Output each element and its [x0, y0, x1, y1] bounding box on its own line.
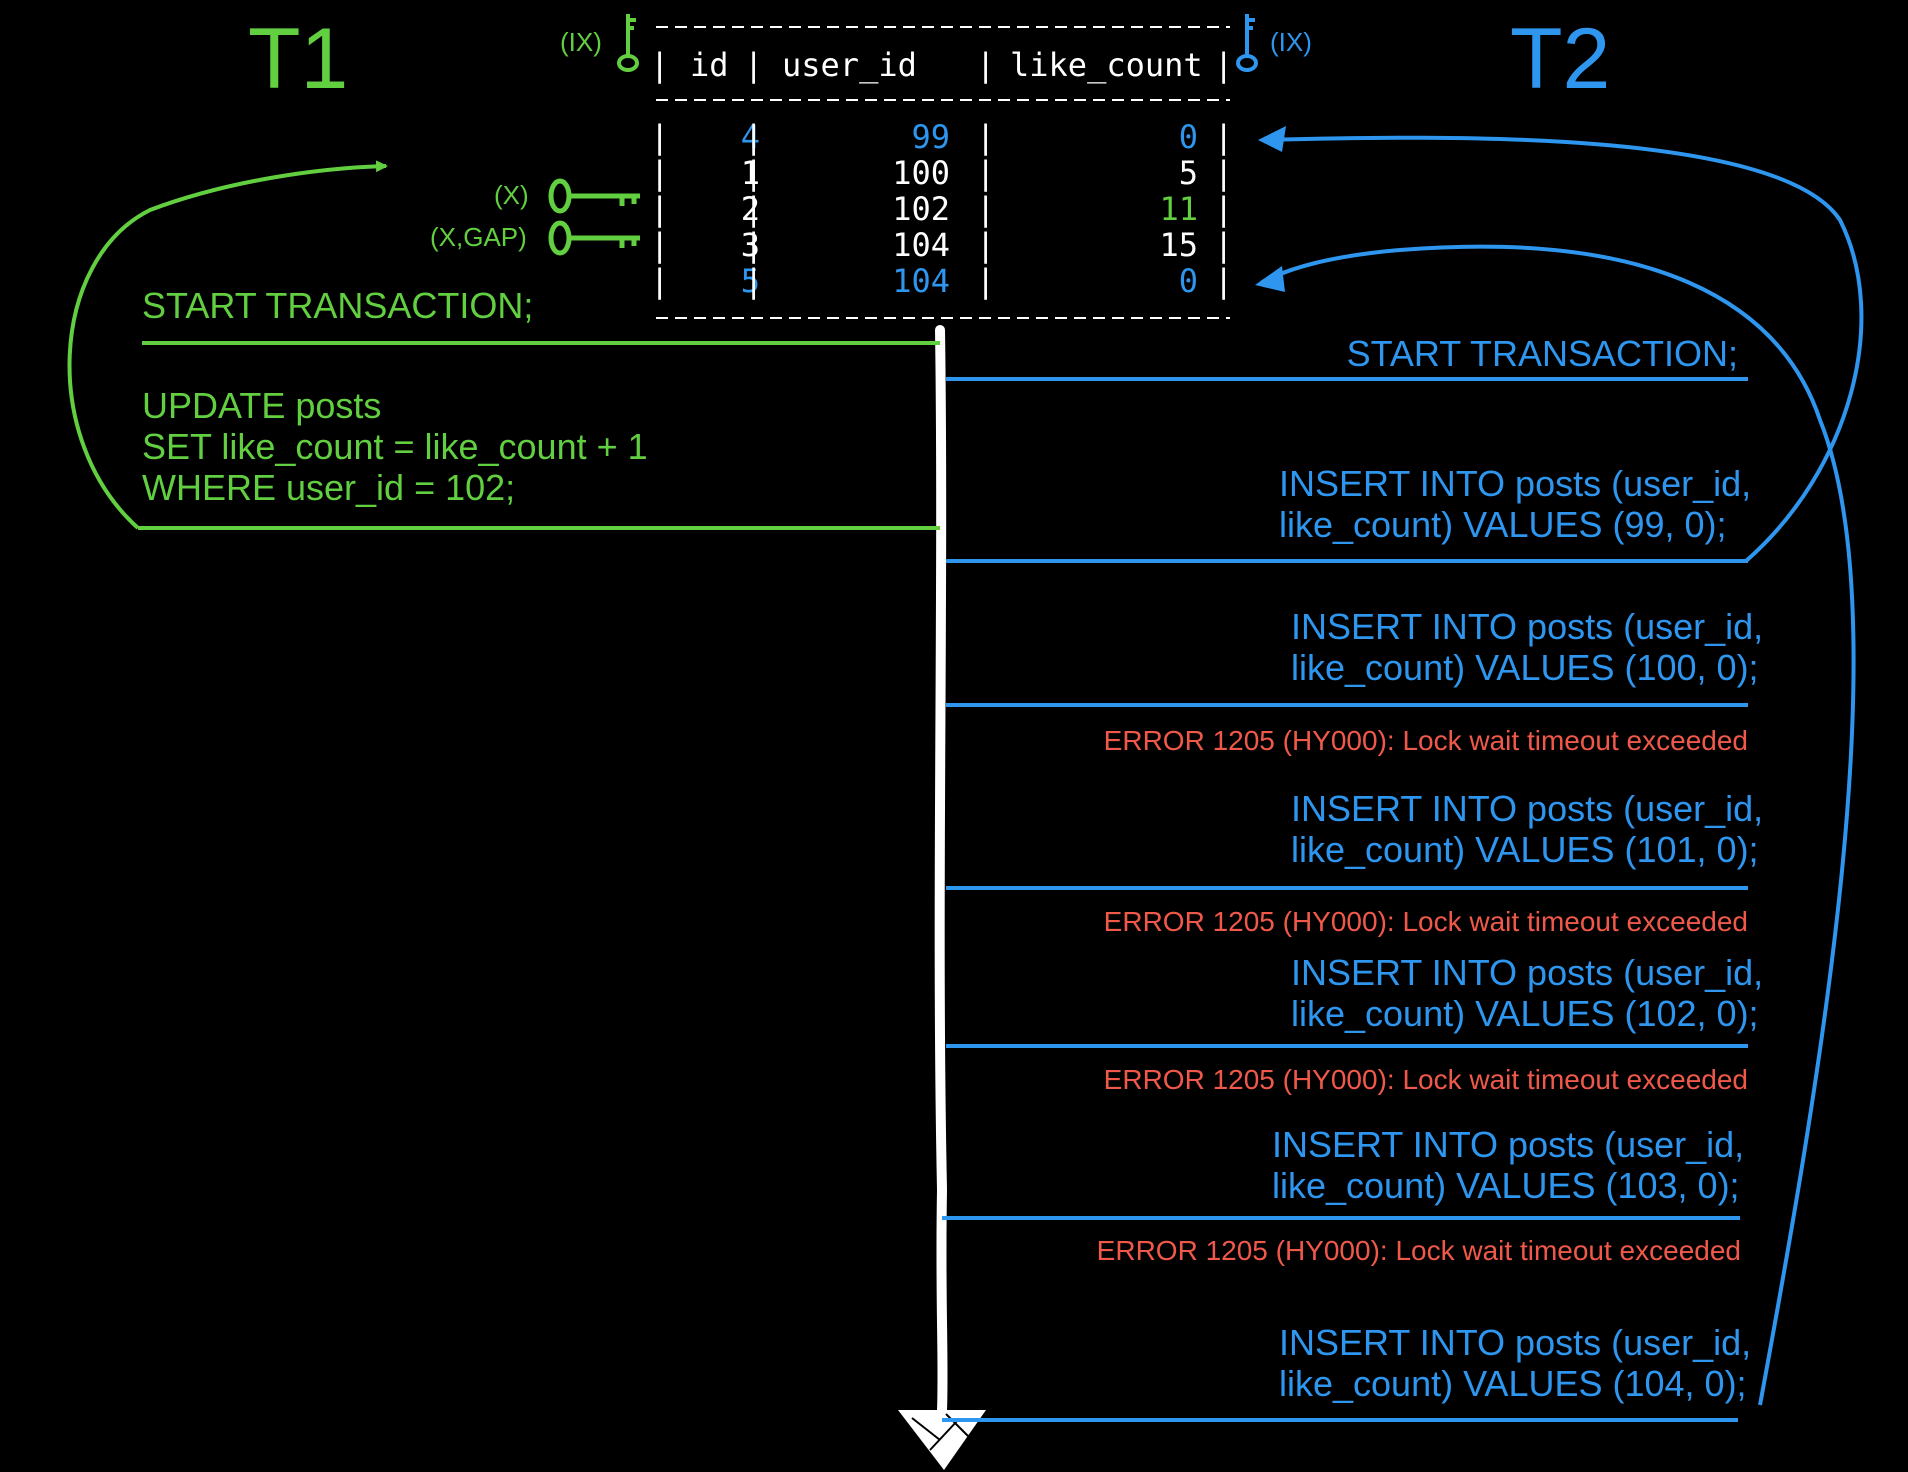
t2-insert-101-line-2: like_count) VALUES (101, 0); [1291, 829, 1759, 870]
t2-header: T2 [1510, 11, 1611, 107]
t1-update-line-2: SET like_count = like_count + 1 [142, 426, 648, 467]
column-header-like-count: like_count [1010, 46, 1203, 84]
key-icon [1236, 14, 1258, 72]
table-pipe: | [650, 154, 670, 192]
t2-insert-102-line-2: like_count) VALUES (102, 0); [1291, 993, 1759, 1034]
table-pipe: | [1214, 262, 1234, 300]
column-header-id: id [690, 46, 729, 84]
t2-insert-104-line-2: like_count) VALUES (104, 0); [1279, 1363, 1747, 1404]
table-pipe: | [650, 118, 670, 156]
t2-arrowhead-row-5 [1255, 266, 1285, 292]
t2-insert-102-line-1: INSERT INTO posts (user_id, [1291, 952, 1764, 993]
table-pipe: | [976, 46, 996, 84]
cell-like-count: 11 [1159, 190, 1198, 228]
t2-insert-104-line-1: INSERT INTO posts (user_id, [1279, 1322, 1752, 1363]
key-icon [617, 14, 639, 72]
table-ix-lock-label-t1: (IX) [560, 27, 602, 57]
table-pipe: | [744, 154, 764, 192]
table-pipe: | [976, 118, 996, 156]
cell-id: 2 [740, 190, 760, 228]
row-x-lock-label: (X) [494, 180, 529, 210]
t1-header: T1 [248, 11, 349, 107]
t2-insert-99-line-2: like_count) VALUES (99, 0); [1279, 504, 1727, 545]
t2-separators [942, 377, 1748, 1422]
t2-insert-100-line-1: INSERT INTO posts (user_id, [1291, 606, 1764, 647]
cell-like-count: 0 [1178, 262, 1198, 300]
table-pipe: | [744, 46, 764, 84]
t2-insert-99-line-1: INSERT INTO posts (user_id, [1279, 463, 1752, 504]
t2-start-transaction: START TRANSACTION; [1346, 333, 1738, 374]
t2-error-4: ERROR 1205 (HY000): Lock wait timeout ex… [1096, 1235, 1741, 1266]
table-pipe: | [744, 118, 764, 156]
table-pipe: | [976, 262, 996, 300]
cell-user-id: 102 [892, 190, 950, 228]
table-pipe: | [1214, 46, 1234, 84]
table-pipe: | [744, 262, 764, 300]
cell-like-count: 15 [1159, 226, 1198, 264]
table-pipe: | [1214, 190, 1234, 228]
t2-arrowhead-row-4 [1258, 126, 1286, 152]
cell-id: 1 [740, 154, 760, 192]
t1-start-transaction: START TRANSACTION; [142, 285, 534, 326]
table-pipe: | [976, 154, 996, 192]
cell-like-count: 0 [1178, 118, 1198, 156]
cell-id: 3 [740, 226, 760, 264]
key-icon [548, 220, 640, 256]
t1-update-line-1: UPDATE posts [142, 385, 382, 426]
t1-separators [138, 341, 940, 530]
cell-user-id: 104 [892, 226, 950, 264]
t2-insert-100-line-2: like_count) VALUES (100, 0); [1291, 647, 1759, 688]
table-ix-lock-label-t2: (IX) [1270, 27, 1312, 57]
cell-user-id: 104 [892, 262, 950, 300]
table-pipe: | [1214, 118, 1234, 156]
table-pipe: | [650, 46, 670, 84]
table-pipe: | [650, 226, 670, 264]
t2-error-1: ERROR 1205 (HY000): Lock wait timeout ex… [1103, 725, 1748, 756]
cell-like-count: 5 [1178, 154, 1198, 192]
t2-error-3: ERROR 1205 (HY000): Lock wait timeout ex… [1103, 1064, 1748, 1095]
timeline-arrow [898, 325, 986, 1470]
table-pipe: | [1214, 154, 1234, 192]
key-icon [548, 178, 640, 214]
table-pipe: | [1214, 226, 1234, 264]
table-pipe: | [744, 190, 764, 228]
row-x-gap-lock-label: (X,GAP) [430, 222, 527, 252]
t2-insert-103-line-2: like_count) VALUES (103, 0); [1272, 1165, 1740, 1206]
table-borders [656, 26, 1230, 319]
column-header-user-id: user_id [782, 46, 917, 84]
t2-insert-103-line-1: INSERT INTO posts (user_id, [1272, 1124, 1745, 1165]
table-pipe: | [976, 226, 996, 264]
table-pipe: | [976, 190, 996, 228]
t2-arrow-insert-99 [1261, 135, 1864, 563]
cell-id: 4 [740, 118, 760, 156]
cell-user-id: 99 [911, 118, 950, 156]
t1-update-line-3: WHERE user_id = 102; [142, 467, 516, 508]
table-pipe: | [744, 226, 764, 264]
t1-loop-arrow [67, 160, 388, 530]
t2-error-2: ERROR 1205 (HY000): Lock wait timeout ex… [1103, 906, 1748, 937]
cell-id: 5 [740, 262, 760, 300]
t2-arrow-insert-104 [1261, 244, 1856, 1406]
cell-user-id: 100 [892, 154, 950, 192]
table-pipe: | [650, 262, 670, 300]
table-pipe: | [650, 190, 670, 228]
t2-insert-101-line-1: INSERT INTO posts (user_id, [1291, 788, 1764, 829]
